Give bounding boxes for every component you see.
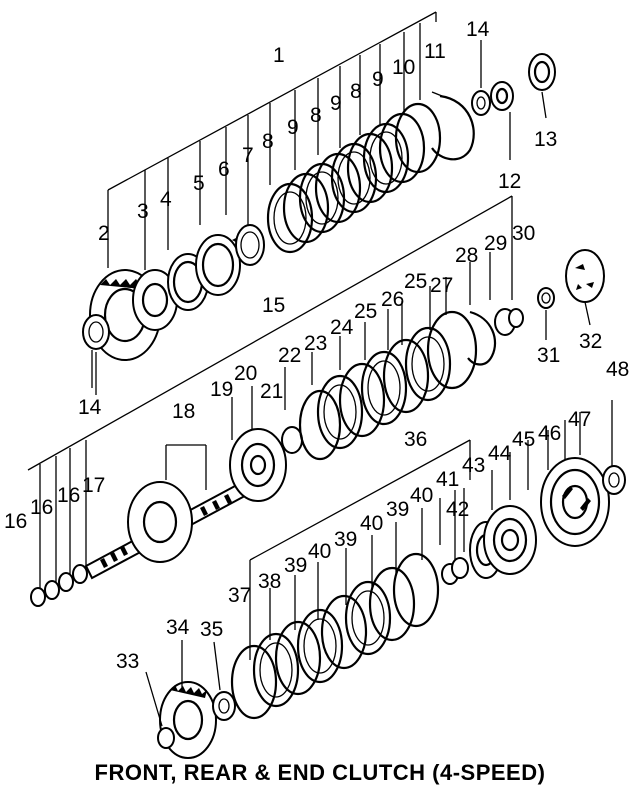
callout-18: 18 (172, 400, 195, 423)
rear-clutch-hub (127, 481, 193, 563)
seal-ring-42 (451, 557, 469, 579)
callout-28: 28 (455, 244, 478, 267)
callout-46: 46 (538, 422, 561, 445)
callout-43: 43 (462, 454, 485, 477)
callout-labels: 1 2 3 4 5 6 7 8 9 8 9 8 9 10 11 14 13 12… (4, 18, 629, 673)
callout-25a: 25 (354, 300, 377, 323)
washer-31 (537, 287, 555, 309)
callout-41: 41 (436, 468, 459, 491)
callout-26: 26 (381, 288, 404, 311)
thrust-washer-top (471, 90, 491, 116)
callout-30: 30 (512, 222, 535, 245)
callout-32: 32 (579, 330, 602, 353)
callout-40b: 40 (360, 512, 383, 535)
thrust-washer-16c (58, 572, 74, 592)
callout-48: 48 (606, 358, 629, 381)
callout-47: 47 (568, 408, 591, 431)
callout-8a: 8 (262, 130, 274, 153)
callout-39a: 39 (284, 554, 307, 577)
callout-42: 42 (446, 498, 469, 521)
callout-6: 6 (218, 158, 230, 181)
washer-35 (212, 691, 236, 721)
callout-3: 3 (137, 200, 149, 223)
bearing-race (490, 81, 514, 111)
seal-33 (157, 727, 175, 749)
callout-9b: 9 (330, 92, 342, 115)
callout-12: 12 (498, 170, 521, 193)
thrust-washer-16a (30, 587, 46, 607)
callout-8b: 8 (310, 104, 322, 127)
callout-2: 2 (98, 222, 110, 245)
washer-48 (602, 465, 626, 495)
rear-clutch-assembly (27, 195, 605, 607)
callout-27: 27 (430, 274, 453, 297)
callout-21: 21 (260, 380, 283, 403)
callout-25b: 25 (404, 270, 427, 293)
callout-11: 11 (424, 40, 446, 63)
callout-8c: 8 (350, 80, 362, 103)
callout-39b: 39 (334, 528, 357, 551)
callout-45: 45 (512, 428, 535, 451)
callout-16a: 16 (4, 510, 27, 533)
callout-14-bottom: 14 (78, 396, 102, 419)
callout-39c: 39 (386, 498, 409, 521)
callout-40c: 40 (410, 484, 433, 507)
callout-34: 34 (166, 616, 190, 639)
callout-29: 29 (484, 232, 507, 255)
washer-30 (508, 308, 524, 328)
callout-9c: 9 (372, 68, 384, 91)
callout-20: 20 (234, 362, 257, 385)
callout-37: 37 (228, 584, 251, 607)
callout-1: 1 (273, 44, 285, 67)
thrust-washer-16b (44, 580, 60, 600)
callout-35: 35 (200, 618, 223, 641)
callout-15: 15 (262, 294, 285, 317)
clutch-plate-stack (266, 102, 442, 254)
callout-4: 4 (160, 188, 172, 211)
callout-13: 13 (534, 128, 557, 151)
end-clutch-drum (483, 505, 537, 575)
rear-clutch-drum (229, 428, 287, 502)
callout-7: 7 (242, 144, 254, 167)
callout-16c: 16 (57, 484, 80, 507)
front-clutch-assembly (82, 11, 556, 388)
callout-10: 10 (392, 56, 415, 79)
callout-31: 31 (537, 344, 560, 367)
callout-14-top: 14 (466, 18, 490, 41)
callout-17: 17 (82, 474, 105, 497)
callout-5: 5 (193, 172, 205, 195)
callout-23: 23 (304, 332, 327, 355)
thrust-plate-32 (565, 249, 605, 303)
callout-19: 19 (210, 378, 233, 401)
callout-16b: 16 (30, 496, 53, 519)
callout-9a: 9 (287, 116, 299, 139)
callout-33: 33 (116, 650, 139, 673)
seal-ring-17 (72, 564, 88, 584)
callout-44: 44 (488, 442, 512, 465)
end-clutch-assembly (145, 400, 626, 759)
needle-bearing (528, 53, 556, 91)
callout-24: 24 (330, 316, 354, 339)
callout-40a: 40 (308, 540, 331, 563)
diagram-caption: FRONT, REAR & END CLUTCH (4-SPEED) (94, 760, 546, 785)
thrust-washer (82, 314, 110, 350)
callout-36: 36 (404, 428, 427, 451)
rear-clutch-plates (298, 310, 478, 461)
callout-22: 22 (278, 344, 301, 367)
end-clutch-plates (230, 552, 440, 720)
rear-snap-ring (467, 310, 497, 366)
snap-ring (431, 94, 475, 161)
callout-38: 38 (258, 570, 281, 593)
